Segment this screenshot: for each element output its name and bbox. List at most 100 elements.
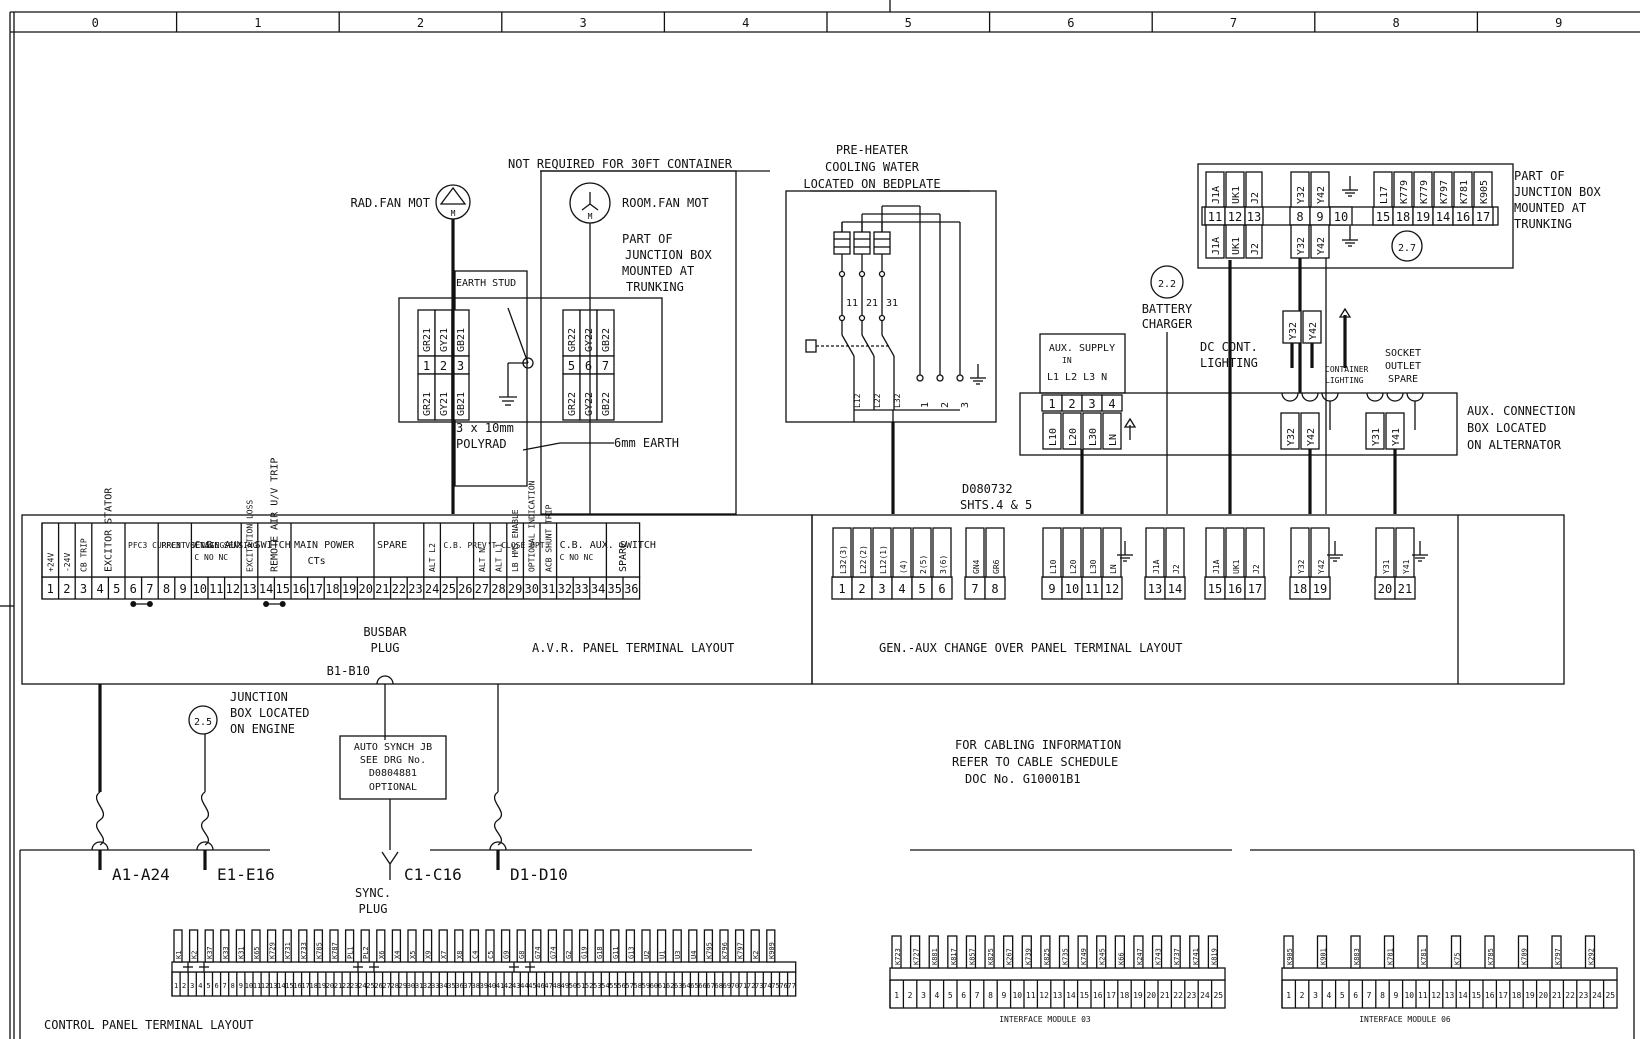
cp-top-label: G74 (549, 946, 557, 959)
heater-element (853, 231, 871, 255)
cp-terminal-number: 40 (488, 982, 496, 990)
jb1-right-bottom-label: GR22 (567, 392, 578, 416)
interface_06-terminal-number: 7 (1367, 991, 1372, 1000)
cp-terminal-number: 69 (723, 982, 731, 990)
cp-terminal-number: 44 (520, 982, 528, 990)
cp-terminal-number: 48 (553, 982, 561, 990)
jbt-upper-label: J1A (1211, 186, 1222, 204)
cp-terminal-number: 70 (731, 982, 739, 990)
jb-note-2-line-4: TRUNKING (1514, 217, 1572, 231)
gen-terminal-number: 20 (1378, 582, 1392, 596)
jb1-left-top-label: GB21 (456, 328, 467, 352)
jbt-upper-cell (1453, 171, 1473, 208)
aux-lower-label: L10 (1048, 428, 1059, 446)
gen-header-cell (985, 527, 1005, 578)
aux-lower-label: LN (1108, 434, 1119, 446)
jbt-upper-cell (1413, 171, 1433, 208)
cp-terminal-number: 67 (706, 982, 714, 990)
cp-terminal-number: 12 (261, 982, 269, 990)
preheater-line-2: COOLING WATER (825, 160, 920, 174)
control-panel-title: CONTROL PANEL TERMINAL LAYOUT (44, 1018, 254, 1032)
cp-top-label: G9 (503, 951, 511, 959)
jbt-num: 16 (1456, 210, 1470, 224)
gen-terminal-number: 4 (898, 582, 905, 596)
cp-top-cell (313, 929, 324, 963)
cp-top-label: X5 (409, 951, 417, 959)
interface_03-terminal-number: 19 (1133, 991, 1143, 1000)
interface_03-terminal-number: 14 (1066, 991, 1076, 1000)
jbt-earth-bottom (1342, 226, 1358, 247)
jbt-lower-label: J2 (1250, 243, 1261, 255)
jbt-upper-cell (1473, 171, 1493, 208)
aux-num: 1 (1048, 397, 1055, 411)
cp-top-cell (188, 929, 199, 963)
cp-top-label: K33 (222, 946, 230, 959)
aux-lower-label: L20 (1068, 428, 1079, 446)
avr-link-node (279, 601, 286, 607)
aux-num: 2 (1068, 397, 1075, 411)
cp-terminal-number: 64 (682, 982, 690, 990)
jb-note-1-line-2: JUNCTION BOX (625, 248, 712, 262)
cp-top-cell (594, 929, 604, 963)
interface_06-top-cell (1383, 935, 1395, 969)
cp-terminal-number: 33 (431, 982, 439, 990)
cp-top-cell (360, 929, 370, 963)
jb1-left-bottom-label: GY21 (439, 392, 450, 416)
socket-outlet-line-1: SOCKET (1385, 348, 1421, 359)
interface_03-terminal-number: 2 (908, 991, 913, 1000)
jbt-num: 11 (1208, 210, 1222, 224)
preheater-line-1: PRE-HEATER (836, 143, 909, 157)
interface_03-terminal-number: 4 (934, 991, 939, 1000)
avr-terminal-number: 10 (192, 582, 206, 596)
junction-engine-note: JUNCTION BOX LOCATED ON ENGINE (230, 690, 309, 736)
avr-terminal-number: 28 (491, 582, 505, 596)
avr-header-label: C.B. AUX. SWITCH (560, 540, 656, 551)
jbt-upper-cell (1290, 171, 1310, 208)
zone-label: 4 (742, 16, 749, 30)
jbt-upper-cell (1245, 171, 1263, 208)
sync-plug-fork (381, 851, 391, 865)
plug-socket (91, 841, 109, 851)
interface_03-terminal-number: 21 (1160, 991, 1170, 1000)
heater-return-node (916, 374, 924, 382)
gen-terminal-number: 11 (1085, 582, 1099, 596)
interface_06-terminal-number: 23 (1579, 991, 1589, 1000)
cp-top-cell (204, 929, 214, 963)
interface_06-top-cell (1551, 935, 1562, 969)
rad-fan-motor-letter: M (451, 209, 456, 218)
interface_06-top-cell (1283, 935, 1294, 969)
jbt-upper-cell (1225, 171, 1245, 208)
interface_03-terminal-number: 20 (1146, 991, 1156, 1000)
jbt-upper-label: UK1 (1231, 186, 1242, 204)
cp-top-label: C4 (471, 951, 479, 959)
interface_06-mid-strip (1281, 967, 1618, 981)
aux-box-line-2: BOX LOCATED (1467, 421, 1546, 435)
jbt-upper-label: L17 (1379, 186, 1390, 204)
aux-right-cell (1365, 412, 1385, 450)
cp-top-label: X9 (425, 951, 433, 959)
gen-header-label: L12(1) (879, 545, 888, 574)
interface_03-mid-strip (889, 967, 1226, 981)
gen-header-label: Y41 (1402, 559, 1411, 574)
heater-node (858, 270, 866, 278)
avr-terminal-number: 21 (375, 582, 389, 596)
interface_03-top-cell (1114, 935, 1125, 969)
interface_06-terminal-number: 8 (1380, 991, 1385, 1000)
jbt-num: 8 (1296, 210, 1303, 224)
interface_06-terminal-number: 9 (1393, 991, 1398, 1000)
jbt-upper-cell (1393, 171, 1413, 208)
cp-terminal-number: 7 (223, 982, 227, 990)
gen-header-cell (912, 527, 932, 578)
avr-header-label: REMOTE AIR U/V TRIP (269, 458, 280, 572)
cp-top-cell (703, 929, 714, 963)
cp-top-cell (688, 929, 698, 963)
cp-terminal-number: 31 (415, 982, 423, 990)
aux-socket (1386, 392, 1404, 402)
interface_03-terminal-number: 22 (1173, 991, 1183, 1000)
gen-earth-1 (1117, 541, 1133, 562)
preheater-lower-label: L12 (853, 393, 862, 408)
interface_03-terminal-number: 1 (894, 991, 899, 1000)
aux-right-label: Y31 (1371, 428, 1382, 446)
socket-outlet-line-3: SPARE (1388, 374, 1418, 385)
